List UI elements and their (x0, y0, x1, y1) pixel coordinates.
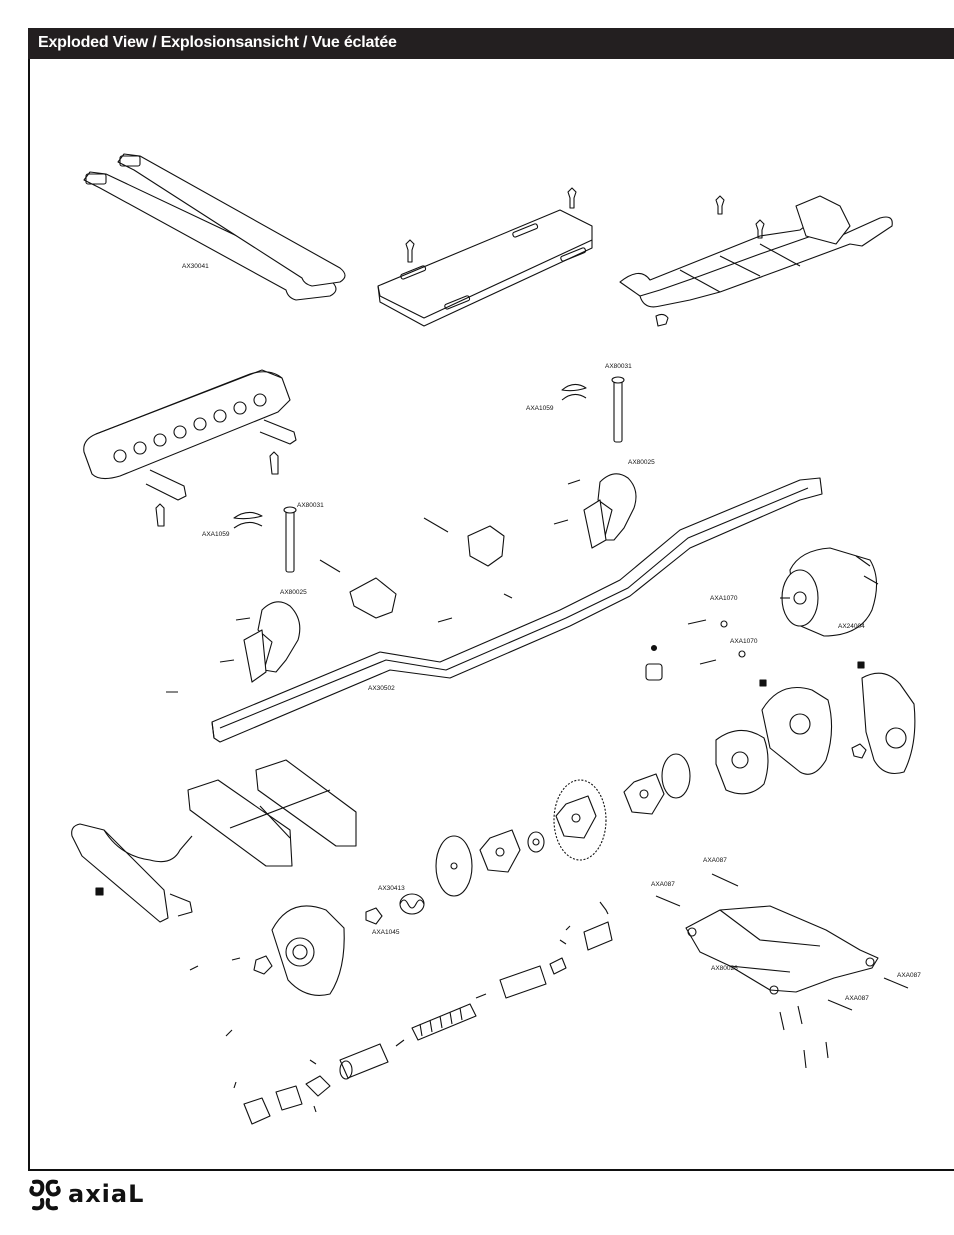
label-slipper-spring: AX30413 (378, 885, 405, 892)
frame-rail-drawing (212, 478, 822, 742)
spur-housing-drawing (254, 906, 344, 995)
skid-plate-drawing (656, 874, 908, 1068)
label-frame-rail: AX30502 (368, 685, 395, 692)
label-motor-washer-1: AXA1070 (710, 595, 738, 602)
gear-plate-drawing (716, 730, 768, 793)
body-posts-drawing (234, 377, 624, 572)
axial-logo-wordmark: axiaL (68, 1180, 144, 1208)
motor-hardware-drawing (646, 620, 745, 680)
label-body-post-left: AX80031 (297, 502, 324, 509)
rear-bumper-drawing (84, 370, 296, 526)
slipper-stack-drawing (436, 754, 690, 896)
axial-logo-icon (28, 1178, 62, 1212)
links-drawing (350, 526, 504, 618)
label-slipper-nut: AXA1045 (372, 929, 400, 936)
transmission-drawing (760, 662, 915, 774)
label-body-clip-left: AXA1059 (202, 531, 230, 538)
axial-logo: axiaL (28, 1178, 168, 1214)
label-body-clip-right: AXA1059 (526, 405, 554, 412)
cage-drawing (620, 196, 892, 326)
label-strap: AX30041 (182, 263, 209, 270)
label-screw-a: AXA087 (703, 857, 727, 864)
front-bumper-drawing (72, 824, 192, 922)
battery-plate-drawing (378, 188, 592, 326)
label-screw-c: AXA087 (897, 972, 921, 979)
skid-parts-drawing (188, 760, 356, 866)
label-skid-plate: AX80026 (711, 965, 738, 972)
label-body-mount-right: AX80025 (628, 459, 655, 466)
label-body-post-right: AX80031 (605, 363, 632, 370)
label-motor: AX24004 (838, 623, 865, 630)
label-screw-b: AXA087 (651, 881, 675, 888)
strap-drawing (84, 154, 345, 300)
label-screw-d: AXA087 (845, 995, 869, 1002)
label-body-mount-left: AX80025 (280, 589, 307, 596)
label-motor-washer-2: AXA1070 (730, 638, 758, 645)
